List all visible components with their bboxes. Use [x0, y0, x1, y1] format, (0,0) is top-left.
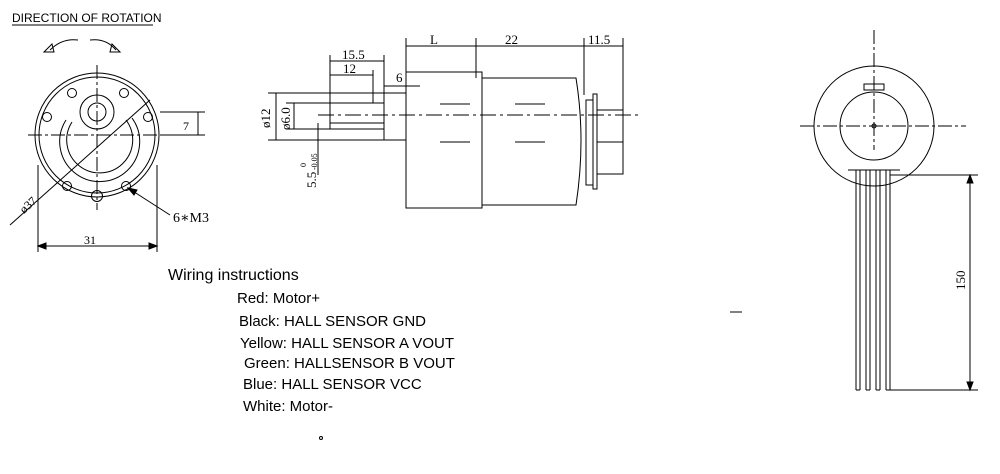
rotation-arrowhead-left [42, 43, 55, 53]
dim-150-arrow-bottom [966, 381, 974, 392]
dim-7-label: 7 [183, 119, 189, 133]
holes-leader-arrowhead [126, 187, 138, 196]
motor-body [481, 77, 582, 206]
wiring-title: Wiring instructions [168, 267, 299, 284]
dim-flat-label: 5.5 [304, 172, 319, 188]
mounting-hole [119, 88, 129, 98]
encoder-pcb [585, 99, 594, 186]
mounting-holes [42, 88, 153, 202]
rotation-arrow-cw-icon [89, 39, 117, 51]
rotation-arrowhead-right [109, 43, 122, 53]
encoder-board-edge [592, 93, 598, 190]
wiring-line-blue: Blue: HALL SENSOR VCC [243, 376, 422, 393]
dim-31-label: 31 [84, 233, 96, 247]
dim-11-5-label: 11.5 [588, 32, 610, 47]
stray-dot [319, 436, 323, 440]
gear-boss-inner [66, 119, 134, 174]
cable-bundle [855, 170, 891, 391]
dim-37-label: ø37 [17, 194, 40, 216]
dim-31-arrow-right [148, 242, 159, 250]
side-view [268, 38, 640, 209]
rotation-arrow-ccw-icon [49, 39, 79, 51]
dim-L-label: L [430, 32, 438, 47]
header-title: DIRECTION OF ROTATION [12, 11, 162, 25]
wiring-line-white: White: Motor- [243, 398, 334, 415]
dim-15-5-label: 15.5 [342, 47, 365, 62]
gearbox-body [405, 71, 483, 209]
mounting-hole [121, 181, 131, 191]
dim-flat-tol-lower: -0.05 [310, 153, 319, 170]
dia-37-leader [9, 99, 151, 226]
front-view [9, 39, 205, 252]
output-shaft [329, 102, 385, 130]
dim-dia6-label: ø6.0 [278, 107, 293, 130]
wiring-line-red: Red: Motor+ [237, 290, 320, 307]
wiring-line-green: Green: HALLSENSOR B VOUT [244, 355, 455, 372]
dim-150-arrow-top [966, 173, 974, 184]
mounting-hole [143, 112, 153, 122]
dim-22-label: 22 [505, 32, 518, 47]
holes-label: 6∗M3 [173, 211, 209, 226]
dim-6-label: 6 [396, 70, 403, 85]
wiring-line-black: Black: HALL SENSOR GND [239, 313, 426, 330]
wiring-line-yellow: Yellow: HALL SENSOR A VOUT [240, 335, 454, 352]
mounting-hole [91, 190, 103, 202]
mounting-hole [62, 181, 72, 191]
gear-boss-outline [59, 117, 141, 183]
mounting-hole [42, 112, 52, 122]
dim-flat-tol-upper: 0 [299, 163, 308, 167]
shaft-collar-side [383, 92, 407, 141]
dim-12-label: 12 [343, 61, 356, 76]
end-view [319, 30, 978, 440]
dim-dia12-label: ø12 [258, 109, 273, 129]
dim-150-label: 150 [953, 271, 968, 291]
mounting-hole [67, 88, 77, 98]
dim-31-arrow-left [36, 242, 47, 250]
